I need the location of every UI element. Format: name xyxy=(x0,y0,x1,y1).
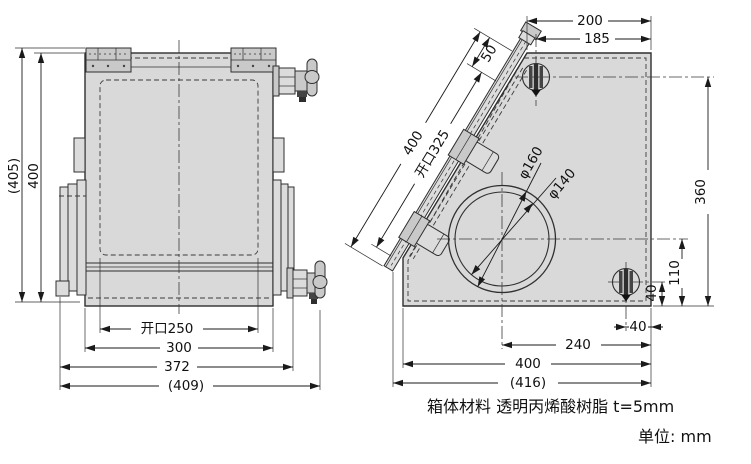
flange-left xyxy=(55,179,87,297)
front-dimensions: (405) 400 开口250 300 372 xyxy=(6,47,321,394)
glove-port-outer-circle xyxy=(447,184,557,294)
dim-top-width: 200 xyxy=(577,13,603,29)
dim-fitting-inset: 40 xyxy=(629,319,646,335)
side-right-dimensions: 360 110 40 40 240 400 xyxy=(392,77,714,391)
valve-bottom-right xyxy=(286,260,328,304)
slanted-lid-group: 50 开口325 400 xyxy=(344,21,542,272)
dim-front-height-overall: (405) xyxy=(6,158,22,194)
dim-height-fitting: 360 xyxy=(693,179,709,205)
material-note: 箱体材料 透明丙烯酸树脂 t=5mm xyxy=(427,397,674,416)
dim-front-width-inner: 300 xyxy=(166,340,192,356)
dim-slant-offset: 50 xyxy=(478,42,501,65)
dim-front-width-overall: (409) xyxy=(168,378,204,394)
valve-top-right xyxy=(272,58,320,102)
side-view: 50 开口325 400 φ160 xyxy=(344,13,714,391)
dim-top-fitting: 185 xyxy=(584,31,610,47)
side-top-dimensions: 200 185 xyxy=(526,13,652,50)
dim-front-opening: 开口250 xyxy=(141,321,194,337)
dim-fitting-height: 40 xyxy=(644,284,660,301)
dim-front-width-flange: 372 xyxy=(164,359,190,375)
hinge-right xyxy=(230,47,277,73)
dim-circle-offset: 240 xyxy=(565,337,591,353)
dim-height-circle: 110 xyxy=(667,260,683,286)
hinge-left xyxy=(85,47,132,73)
glove-port-inner-circle xyxy=(454,191,550,287)
latch-tab-right xyxy=(272,137,285,173)
front-view: (405) 400 开口250 300 372 xyxy=(6,40,328,394)
unit-note: 单位: mm xyxy=(638,427,712,446)
dim-side-width-overall: (416) xyxy=(510,375,546,391)
dim-front-height: 400 xyxy=(26,163,42,189)
dim-side-width: 400 xyxy=(515,356,541,372)
latch-tab-left xyxy=(73,137,86,173)
